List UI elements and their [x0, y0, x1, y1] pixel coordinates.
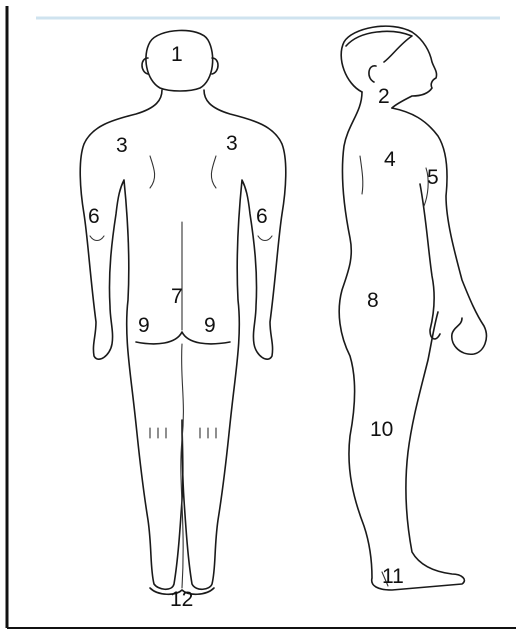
label-side-upper-back: 4 [384, 148, 396, 171]
label-back-buttock-left: 9 [138, 314, 150, 337]
label-side-neck: 2 [378, 85, 390, 108]
label-back-shoulder-right: 3 [226, 132, 238, 155]
label-back-elbow-left: 6 [88, 205, 100, 228]
label-back-buttock-right: 9 [204, 314, 216, 337]
label-side-ankle: 11 [382, 565, 404, 588]
label-side-knee: 10 [370, 418, 393, 441]
label-side-hip: 8 [367, 289, 379, 312]
label-back-elbow-right: 6 [256, 205, 268, 228]
label-back-lower-back: 7 [171, 285, 183, 308]
label-side-chest: 5 [427, 166, 439, 189]
label-back-feet: 12 [170, 588, 193, 611]
label-back-shoulder-left: 3 [116, 134, 128, 157]
label-back-head: 1 [171, 43, 183, 66]
